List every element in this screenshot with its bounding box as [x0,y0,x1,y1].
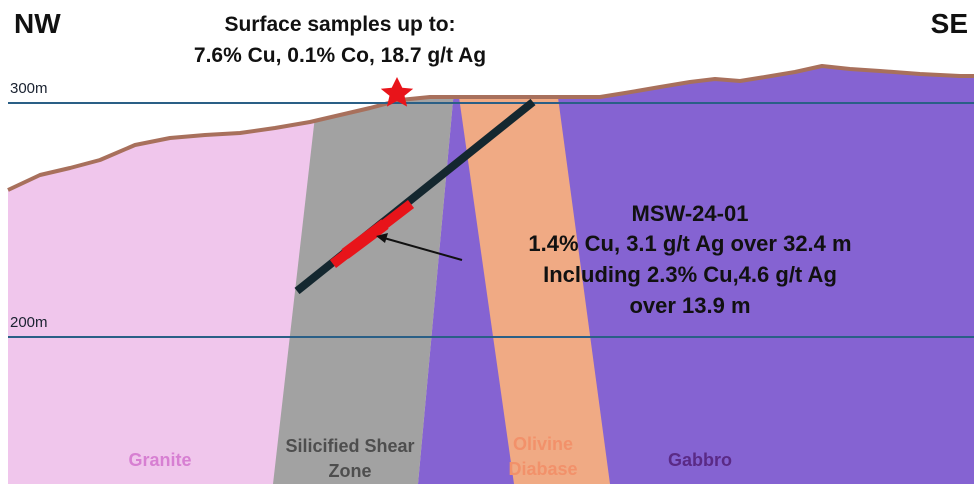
surface-samples-values: 7.6% Cu, 0.1% Co, 18.7 g/t Ag [193,44,487,67]
topographic-surface [7,64,974,192]
annotation-arrow-head [376,233,388,243]
gabbro-label: Gabbro [667,450,732,470]
drill-hole-including-length: over 13.9 m [629,293,751,318]
granite-label: Granite [128,450,192,470]
surface-samples-title: Surface samples up to: [224,13,456,36]
surface-sample-star-icon [380,77,414,107]
shear-zone-label-line2: Zone [328,461,372,481]
drill-hole-including: Including 2.3% Cu,4.6 g/t Ag [543,262,837,287]
drill-hole-intercept: 1.4% Cu, 3.1 g/t Ag over 32.4 m [528,231,852,256]
diabase-label-line1: Olivine [512,434,574,454]
olivine-diabase-unit [458,90,610,484]
shear-zone-label-line1: Silicified Shear [285,436,415,456]
diabase-label-line2: Diabase [508,459,578,479]
elevation-label-200m: 200m [10,314,48,331]
silicified-shear-zone-unit [273,90,454,484]
drill-hole-name: MSW-24-01 [631,201,749,226]
direction-left-label: NW [14,8,61,39]
elevation-label-300m: 300m [10,80,48,97]
annotation-arrow [383,237,463,261]
included-high-grade-interval [341,219,389,259]
direction-right-label: SE [930,8,968,39]
